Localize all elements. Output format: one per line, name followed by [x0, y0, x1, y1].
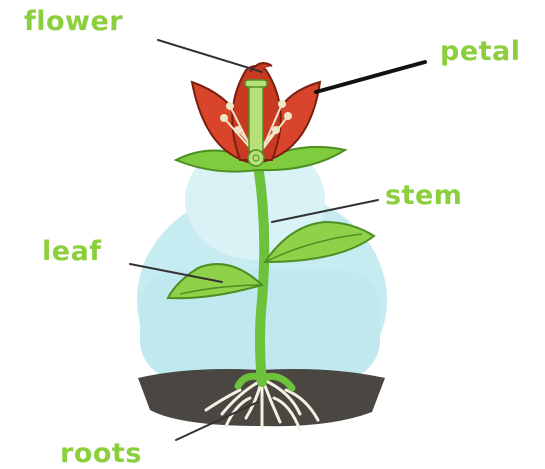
petal-pointer [316, 62, 425, 92]
stem-drawing [258, 165, 264, 382]
flower-pointer [158, 40, 262, 72]
leaf-label: leaf [42, 236, 102, 267]
flower-label: flower [24, 6, 123, 37]
petal-label: petal [440, 36, 521, 67]
roots-label: roots [60, 438, 142, 469]
stem-label: stem [385, 180, 462, 211]
